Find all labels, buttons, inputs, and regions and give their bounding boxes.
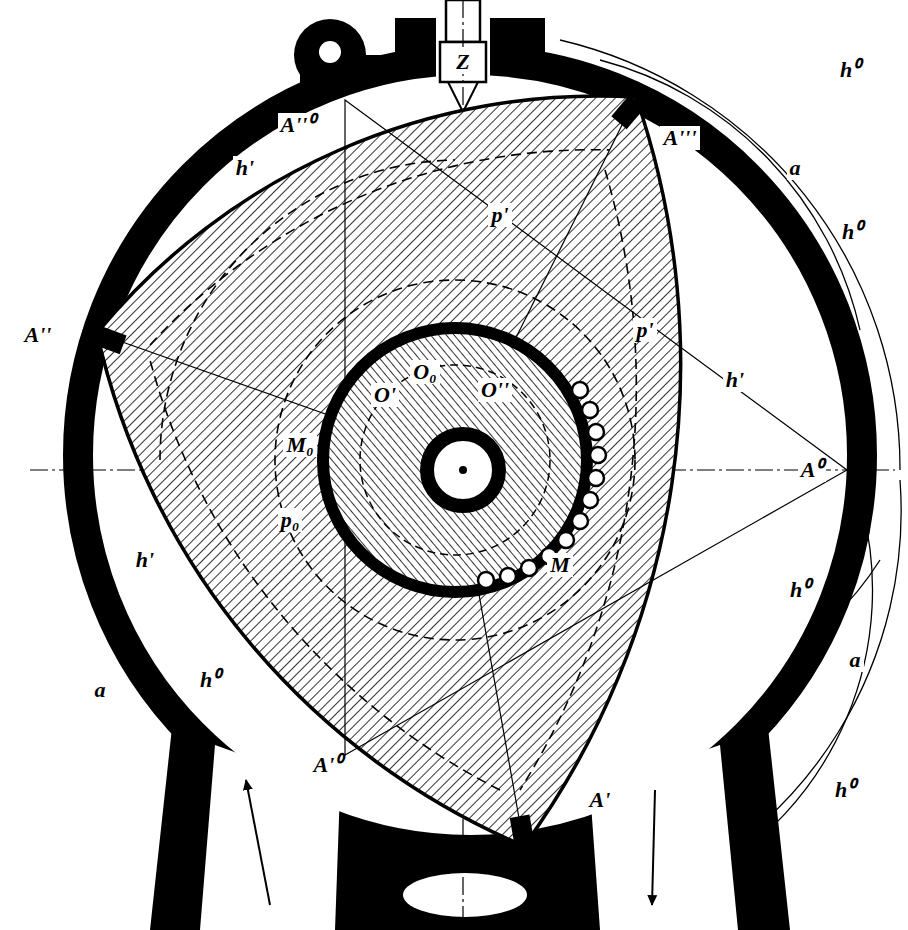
apex-seal xyxy=(93,326,126,354)
part-label: h⁰ xyxy=(832,778,858,802)
part-label: A'⁰ xyxy=(311,753,346,777)
part-label: p' xyxy=(488,203,511,227)
rotor xyxy=(97,96,681,846)
part-label: a xyxy=(847,648,864,672)
center-line xyxy=(30,0,895,930)
part-label: M xyxy=(547,553,573,577)
part-label: h' xyxy=(133,548,157,572)
part-label: Z xyxy=(453,50,472,74)
part-label: a xyxy=(787,156,804,180)
part-label: p₀ xyxy=(278,508,303,532)
flow-arrow xyxy=(246,780,270,905)
part-label: O' xyxy=(371,383,399,407)
part-label: A' xyxy=(587,788,614,812)
part-label: M₀ xyxy=(283,433,316,457)
part-label: A⁰ xyxy=(798,458,827,482)
part-label: O₀ xyxy=(410,360,440,384)
dashed-curves xyxy=(150,150,636,790)
internal-gear xyxy=(323,328,587,592)
part-label: A''⁰ xyxy=(278,113,319,137)
boss-hole xyxy=(319,41,341,63)
part-label: a xyxy=(92,678,109,702)
apex-seal xyxy=(510,814,535,845)
flow-arrow xyxy=(652,790,655,905)
part-label: h' xyxy=(723,368,747,392)
construction-lines xyxy=(97,97,847,846)
housing-ring xyxy=(78,60,862,850)
base-hole xyxy=(403,873,527,917)
part-label: h⁰ xyxy=(197,668,223,692)
part-label: p' xyxy=(633,318,656,342)
part-label: h⁰ xyxy=(839,220,865,244)
part-label: h' xyxy=(233,156,257,180)
shaft-center xyxy=(459,466,467,474)
part-label: A'' xyxy=(22,323,55,347)
exhaust-port xyxy=(590,745,738,930)
part-label: h⁰ xyxy=(787,578,813,602)
pitch-circle xyxy=(360,365,550,555)
part-label: A''' xyxy=(660,126,699,150)
shaft xyxy=(427,434,499,506)
part-label: O'' xyxy=(478,378,512,402)
part-label: h⁰ xyxy=(837,58,863,82)
